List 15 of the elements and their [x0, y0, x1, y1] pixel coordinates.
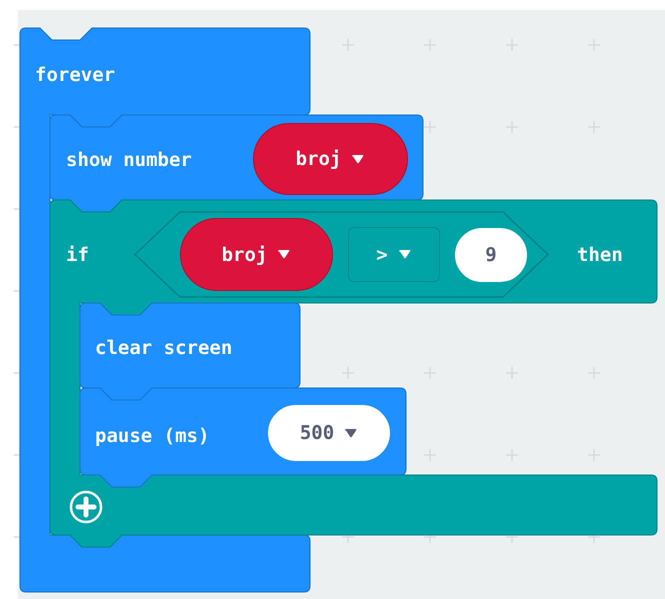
value-text: broj — [222, 242, 268, 268]
operator-dropdown — [348, 227, 440, 282]
block-label: forever — [35, 63, 116, 88]
value-text: 9 — [485, 243, 497, 268]
value-text: > — [376, 242, 388, 268]
value-text: broj — [296, 147, 342, 172]
block-label: clear screen — [95, 336, 232, 361]
statement-block — [80, 388, 406, 487]
statement-block — [80, 303, 300, 400]
value-text: 500 — [300, 421, 334, 446]
block-label: show number — [66, 148, 192, 173]
if-block — [50, 200, 657, 547]
block-label: then — [577, 243, 623, 268]
block-label: if — [66, 243, 89, 268]
block-label: pause (ms) — [95, 424, 210, 449]
